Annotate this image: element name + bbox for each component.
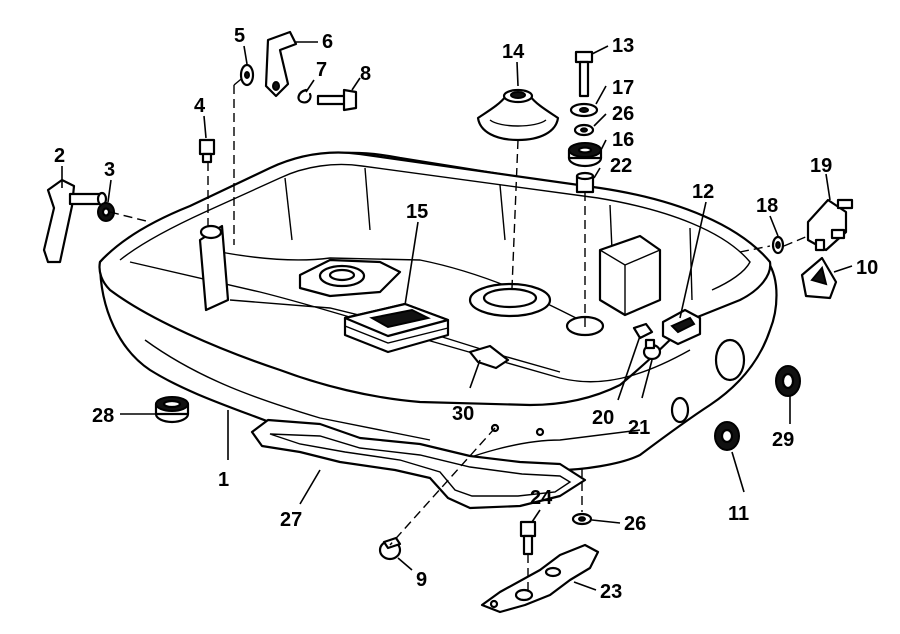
- callout-2: 2: [54, 145, 65, 167]
- part-21-screw: [642, 338, 662, 361]
- callout-20: 20: [592, 407, 614, 429]
- part-4-stud: [198, 138, 216, 164]
- part-13-bolt: [574, 50, 594, 98]
- callout-17: 17: [612, 77, 634, 99]
- part-9-plug: [378, 536, 402, 561]
- callout-8: 8: [360, 63, 371, 85]
- part-5-washer: [239, 63, 255, 87]
- callout-13: 13: [612, 35, 634, 57]
- callout-16: 16: [612, 129, 634, 151]
- callout-29: 29: [772, 429, 794, 451]
- callout-28: 28: [92, 405, 114, 427]
- callout-26-top: 26: [612, 103, 634, 125]
- part-7-ring: [297, 88, 312, 104]
- callout-22: 22: [610, 155, 632, 177]
- part-19-fitting: [806, 198, 854, 252]
- part-24-bolt: [519, 520, 537, 556]
- callout-5: 5: [234, 25, 245, 47]
- part-14-boot: [476, 88, 560, 142]
- callout-3: 3: [104, 159, 115, 181]
- part-10-grommet: [800, 256, 838, 300]
- part-26-washer-bottom: [571, 512, 593, 526]
- part-23-bracket: [480, 543, 600, 614]
- callout-15: 15: [406, 201, 428, 223]
- callout-6: 6: [322, 31, 333, 53]
- callout-4: 4: [194, 95, 206, 117]
- part-17-washer: [569, 102, 599, 118]
- part-11-grommet: [714, 421, 740, 451]
- part-2-lever: [42, 178, 108, 264]
- lower-motor-cover-pan: [98, 151, 778, 472]
- callout-10: 10: [856, 257, 878, 279]
- callout-7: 7: [316, 59, 327, 81]
- part-3-washer: [97, 202, 115, 222]
- callout-9: 9: [416, 569, 427, 591]
- callout-1: 1: [218, 469, 229, 491]
- part-27-gasket: [250, 418, 587, 510]
- callout-30: 30: [452, 403, 474, 425]
- part-22-sleeve: [575, 171, 595, 194]
- leader-lines: [61, 41, 853, 591]
- callout-14: 14: [502, 41, 525, 63]
- part-20-nut: [632, 322, 654, 340]
- callout-19: 19: [810, 155, 832, 177]
- part-29-grommet: [775, 365, 801, 397]
- center-shaft-opening: [468, 282, 552, 318]
- part-18-washer: [771, 235, 785, 255]
- callout-24: 24: [530, 487, 553, 509]
- callout-26-bottom: 26: [624, 513, 646, 535]
- callout-27: 27: [280, 509, 302, 531]
- part-12-latch: [661, 308, 702, 346]
- part-6-latch-plate: [264, 30, 298, 98]
- part-16-grommet: [567, 142, 603, 168]
- left-boss-opening: [298, 258, 402, 298]
- callout-12: 12: [692, 181, 714, 203]
- callout-11: 11: [728, 503, 749, 525]
- part-26-washer-top: [573, 123, 595, 137]
- callout-labels: 1 2 3 4 5 6 7 8 9 10 11 12 13 14 15 16 1…: [54, 25, 878, 603]
- callout-18: 18: [756, 195, 778, 217]
- part-28-grommet: [154, 396, 190, 424]
- part-15-seal: [343, 302, 450, 354]
- callout-21: 21: [628, 417, 650, 439]
- part-8-screw: [316, 88, 358, 112]
- alignment-lines: [109, 74, 809, 590]
- callout-23: 23: [600, 581, 622, 603]
